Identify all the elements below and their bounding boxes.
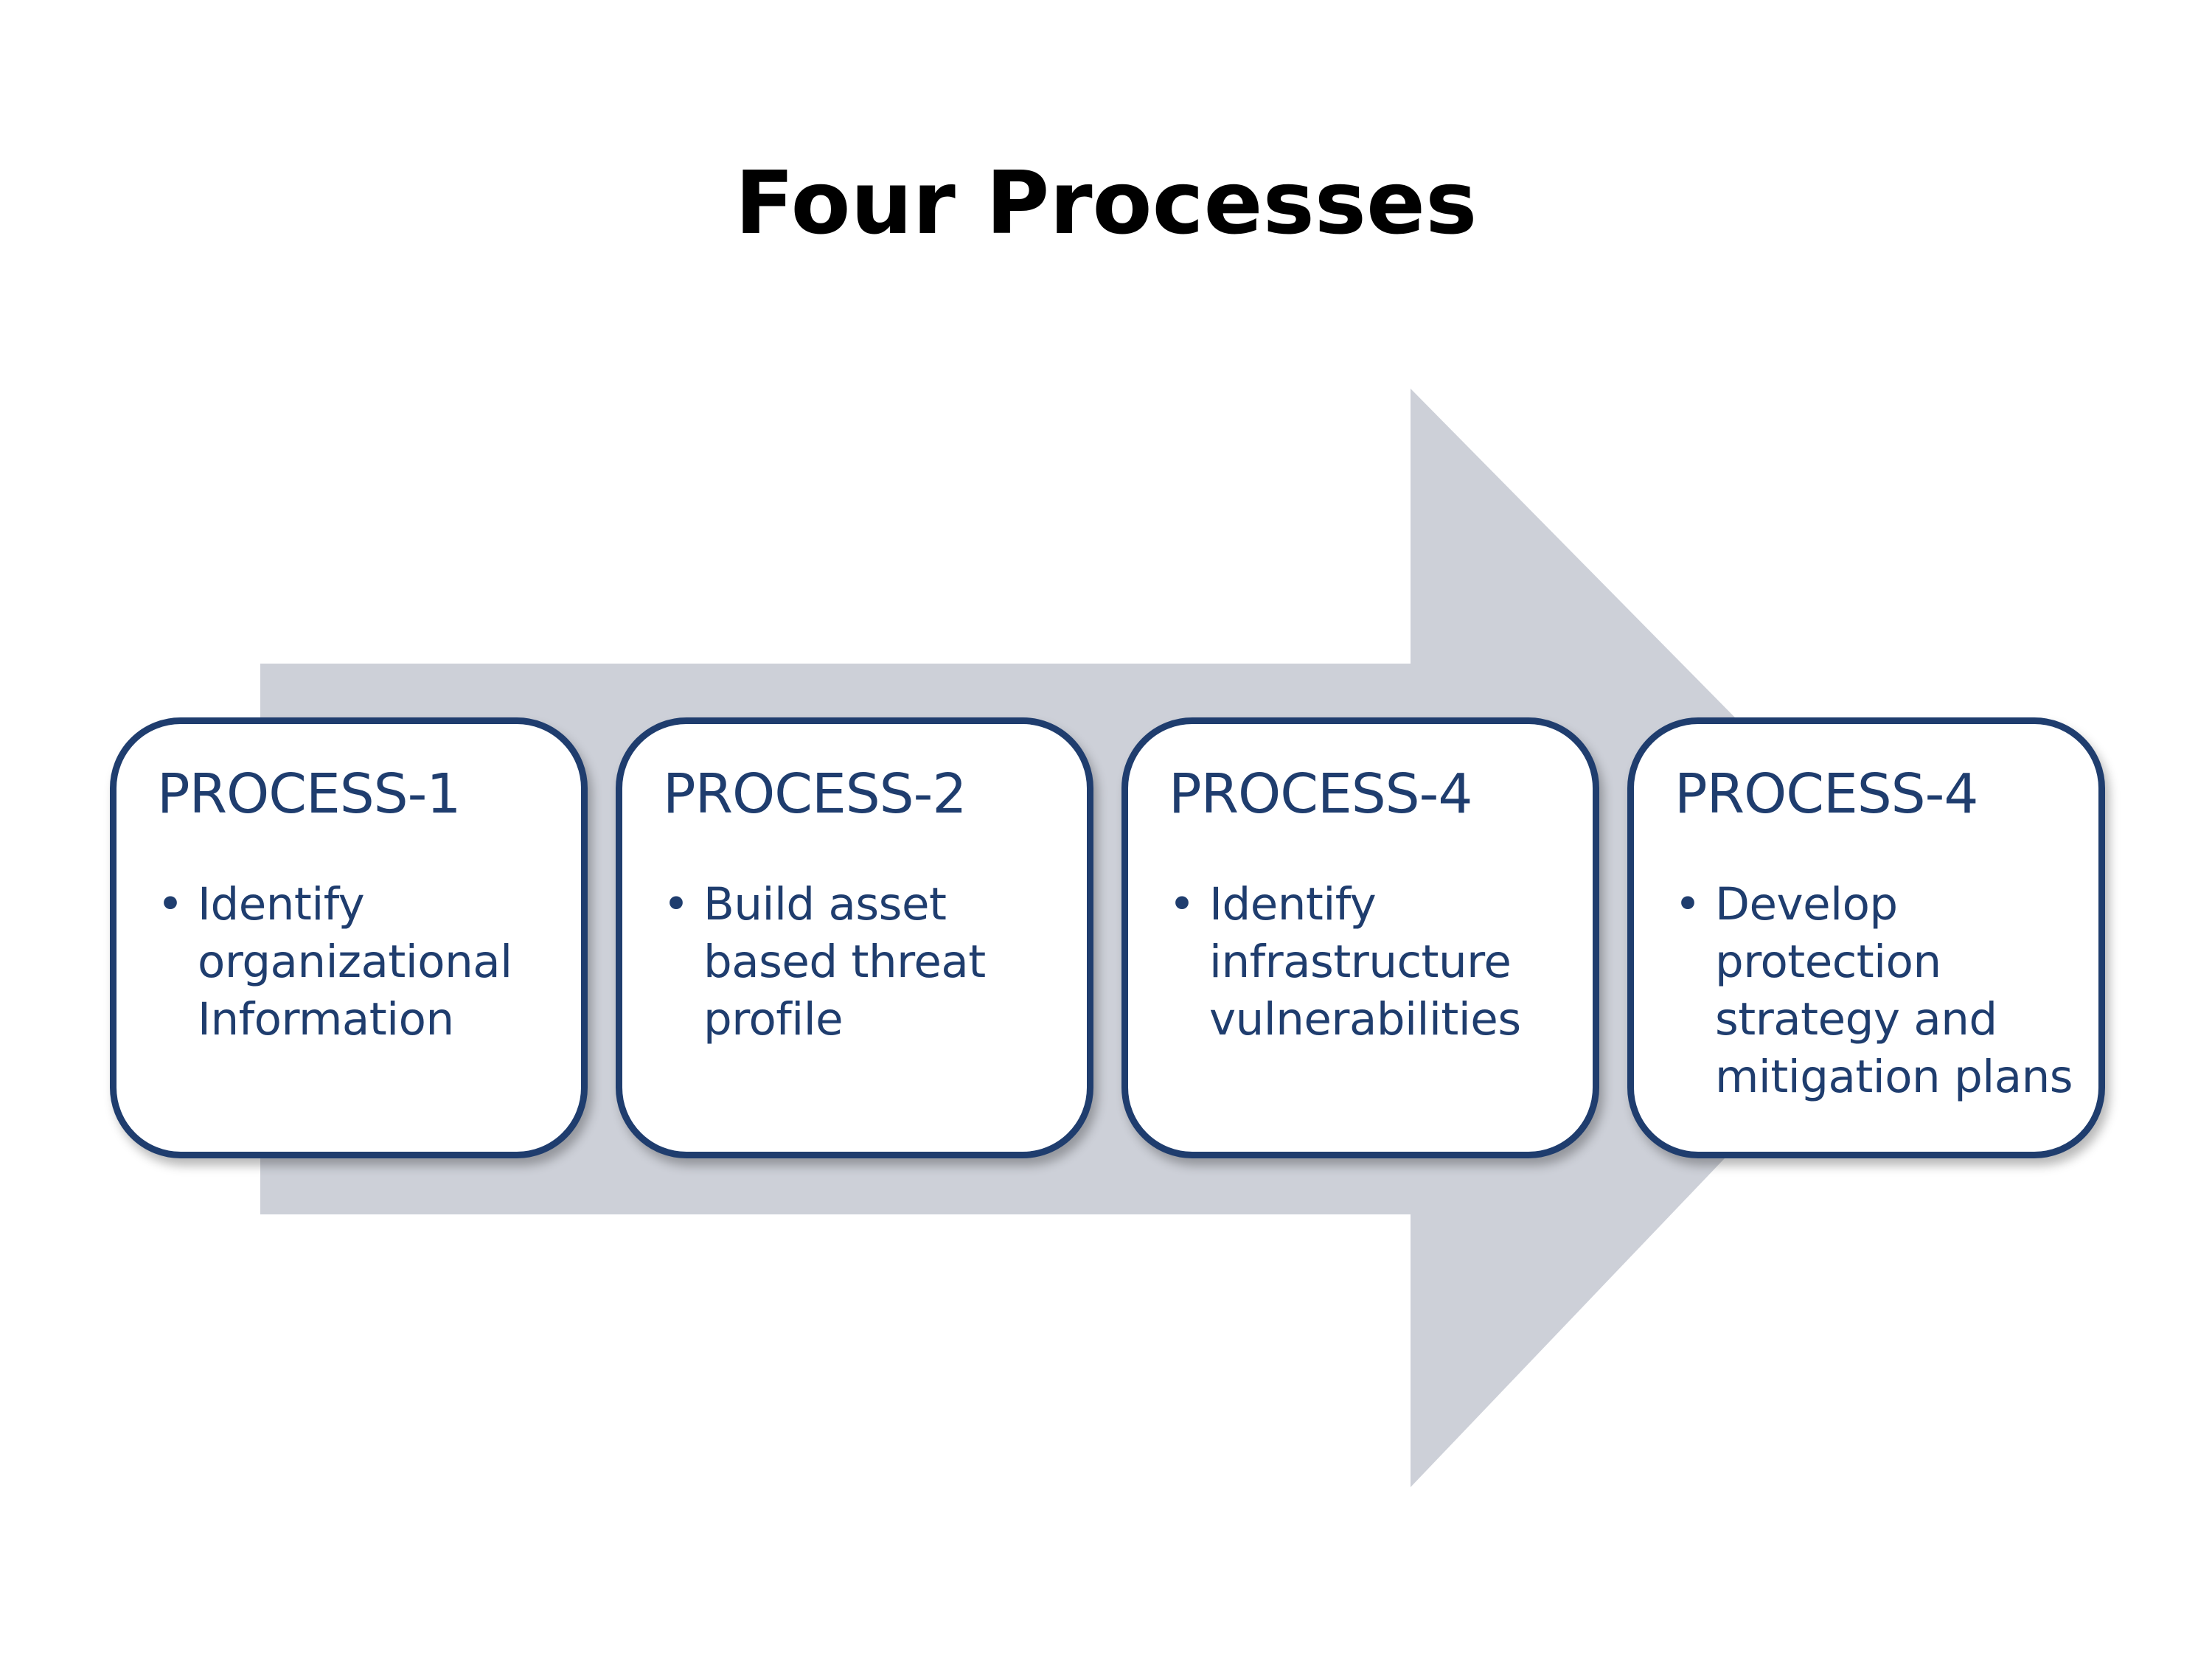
flow-arrow-shape (260, 389, 1944, 1487)
process-bullet-list: • Build asset based threat profile (663, 876, 1078, 1048)
bullet-icon: • (157, 878, 184, 931)
process-card-3: PROCESS-4 • Identify infrastructure vuln… (1121, 717, 1599, 1158)
bullet-icon: • (663, 878, 689, 931)
bullet-icon: • (1674, 878, 1701, 931)
page-title: Four Processes (734, 152, 1478, 254)
process-bullet-item: • Develop protection strategy and mitiga… (1674, 876, 2090, 1106)
process-description: Identify organizational Information (198, 878, 512, 1046)
process-bullet-item: • Identify infrastructure vulnerabilitie… (1169, 876, 1584, 1048)
process-bullet-item: • Build asset based threat profile (663, 876, 1078, 1048)
process-bullet-list: • Identify organizational Information (157, 876, 572, 1048)
process-bullet-list: • Identify infrastructure vulnerabilitie… (1169, 876, 1584, 1048)
process-card-4: PROCESS-4 • Develop protection strategy … (1627, 717, 2105, 1158)
process-bullet-list: • Develop protection strategy and mitiga… (1674, 876, 2090, 1106)
process-title: PROCESS-1 (157, 762, 461, 826)
process-description: Develop protection strategy and mitigati… (1715, 878, 2073, 1103)
process-title: PROCESS-4 (1169, 762, 1472, 826)
process-title: PROCESS-4 (1674, 762, 1978, 826)
process-bullet-item: • Identify organizational Information (157, 876, 572, 1048)
process-card-1: PROCESS-1 • Identify organizational Info… (110, 717, 588, 1158)
process-description: Identify infrastructure vulnerabilities (1209, 878, 1521, 1046)
process-title: PROCESS-2 (663, 762, 967, 826)
process-description: Build asset based threat profile (703, 878, 986, 1046)
bullet-icon: • (1169, 878, 1195, 931)
process-card-2: PROCESS-2 • Build asset based threat pro… (616, 717, 1093, 1158)
